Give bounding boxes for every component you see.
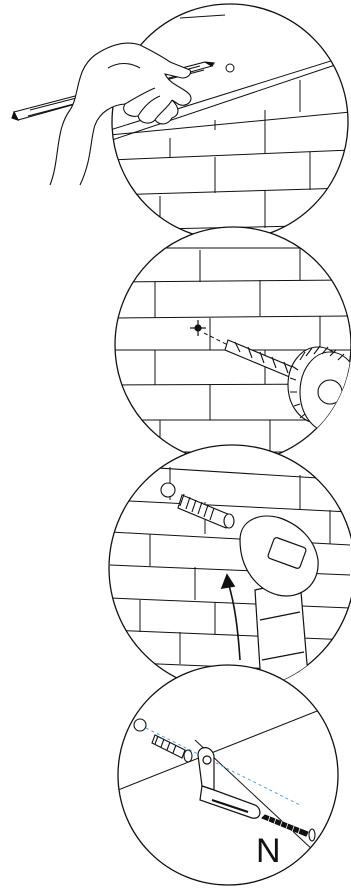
wall-hole [134,719,146,731]
mark-point [226,64,234,72]
step-1-mark-hole [12,4,350,260]
step-3-insert-plug [109,445,351,700]
step-4-circle [118,665,338,885]
drilled-hole [161,483,175,497]
step-2-drill-hole [110,227,351,463]
step-4-fix-bracket: N [118,665,345,885]
part-label-n: N [256,832,281,870]
